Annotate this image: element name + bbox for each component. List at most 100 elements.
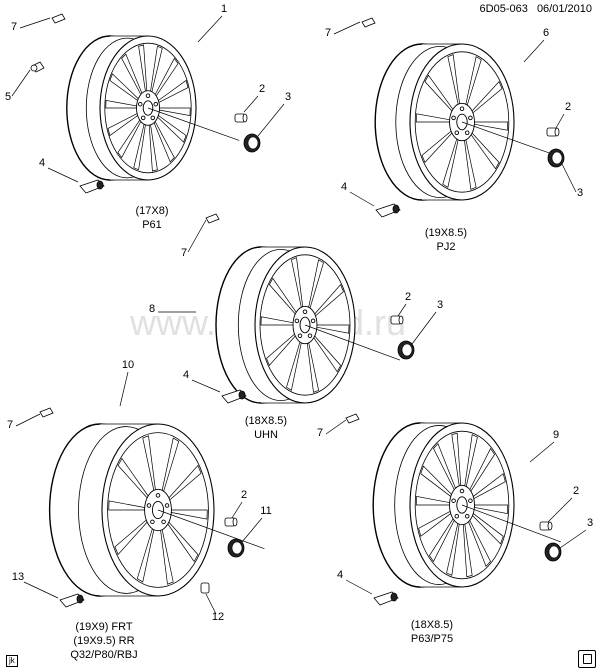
lug-hole [310, 318, 316, 324]
center-cap-4 [243, 133, 261, 153]
wheel-callout-1: 1 [221, 3, 227, 15]
balance-weight [51, 13, 66, 24]
wheel-spoke [468, 447, 496, 493]
part-leader-line [205, 593, 217, 615]
wheel-callout-leader [119, 371, 129, 407]
center-cap-emblem [247, 136, 259, 150]
lug-hole [153, 101, 159, 107]
wheel-size-label: (18X8.5) [411, 619, 453, 631]
wheel-spoke [313, 283, 344, 317]
wheel-rim-inner [259, 254, 351, 396]
wheel-spoke [150, 45, 163, 94]
valve-stem-tip [30, 64, 38, 72]
drawing-code: 6D05-063 [479, 3, 528, 15]
labels-layer: 1(17X8)P616(19X8.5)PJ28(18X8.5)UHN10(19X… [5, 3, 593, 661]
wheel-spoke [315, 324, 350, 334]
lug-hole [459, 106, 465, 111]
part-leader-line [561, 163, 577, 193]
wheel-callout-leader [197, 15, 223, 43]
wheel-spoke [117, 118, 142, 159]
tpms-sensor-2 [79, 179, 105, 194]
wheel-callout-6: 6 [543, 27, 549, 39]
center-cap-8 [547, 148, 565, 168]
wheel-5 [372, 422, 561, 588]
wheel-spoke [470, 131, 500, 170]
wheel-spoke [467, 518, 491, 568]
part-leader-line [547, 497, 573, 523]
axis-leader [157, 509, 265, 550]
lug-nut-face [232, 517, 238, 527]
wheel-spoke [148, 123, 158, 172]
part-leader-line [345, 579, 373, 595]
wheel-rim-inner [104, 42, 192, 174]
part-leader-line [187, 219, 207, 253]
wheel-spoke [291, 257, 304, 309]
lug-hole [468, 498, 473, 503]
center-cap-emblem [548, 545, 560, 559]
drawing-date: 06/01/2010 [536, 3, 592, 15]
wheel-option-label: P61 [142, 219, 162, 231]
part-callout-7: 7 [11, 21, 17, 33]
lug-hole [468, 115, 473, 121]
wheel-spoke [473, 504, 509, 515]
lug-nut-face [547, 521, 553, 531]
part-callout-7: 7 [7, 419, 13, 431]
drawing-header: 6D05-063 06/01/2010 [474, 3, 592, 15]
valve-stem-1 [30, 61, 45, 73]
wheel-spoke [114, 518, 149, 556]
part-leader-line [411, 311, 437, 345]
lug-nut-15 [224, 517, 238, 527]
wheel-spoke [167, 464, 202, 502]
wheel-spoke [415, 495, 451, 506]
wheel-rim-inner [414, 51, 510, 193]
part-callout-4: 4 [341, 181, 347, 193]
part-leader-line [349, 191, 375, 207]
lug-hole [140, 115, 146, 121]
wheel-spoke [170, 509, 208, 520]
wheel-4 [48, 423, 265, 597]
wheel-spoke [107, 112, 139, 137]
wheel-spoke [117, 457, 150, 500]
tpms-sensor-end [238, 390, 246, 400]
lug-hole [302, 309, 308, 314]
wheel-spoke [266, 333, 297, 367]
wheel-spoke [464, 434, 478, 489]
wheel-option-label: P63/P75 [411, 633, 453, 645]
wheel-spoke [160, 527, 174, 585]
part-callout-4: 4 [183, 369, 189, 381]
valve-cap-17 [200, 582, 210, 594]
part-callout-2: 2 [565, 101, 571, 113]
wheel-callout-10: 10 [122, 359, 134, 371]
wheel-spoke [121, 53, 143, 96]
lug-hole [146, 503, 152, 508]
wheel-spoke [105, 99, 138, 109]
valve-cap-body [200, 582, 210, 594]
part-leader-line [231, 501, 243, 519]
wheel-spoke [306, 341, 319, 393]
wheel-spoke [472, 473, 506, 500]
lug-nut-face [554, 127, 560, 137]
lug-hole [454, 514, 460, 519]
tpms-sensor-end [96, 180, 104, 190]
lug-hole [150, 519, 155, 525]
tpms-sensor-14 [59, 593, 85, 608]
wheel-1 [66, 35, 240, 181]
axis-leader [304, 324, 401, 361]
wheel-spoke [470, 81, 503, 114]
wheel-weight-9 [205, 213, 220, 224]
wheel-spoke [418, 510, 452, 537]
wheel-spoke [433, 442, 457, 492]
lug-hole [454, 130, 460, 135]
axis-leader [461, 504, 561, 543]
wheel-option-label: Q32/P80/RBJ [70, 649, 137, 661]
wheel-size-label-rear: (19X9.5) RR [73, 635, 134, 647]
balance-weight [361, 17, 376, 28]
tpms-sensor-10 [221, 389, 247, 404]
wheels-layer [30, 13, 565, 608]
wheel-spoke [136, 527, 155, 583]
wheel-spoke [471, 512, 504, 545]
wheel-spoke [447, 54, 461, 106]
center-cap-16 [227, 538, 245, 558]
wheel-callout-9: 9 [553, 429, 559, 441]
